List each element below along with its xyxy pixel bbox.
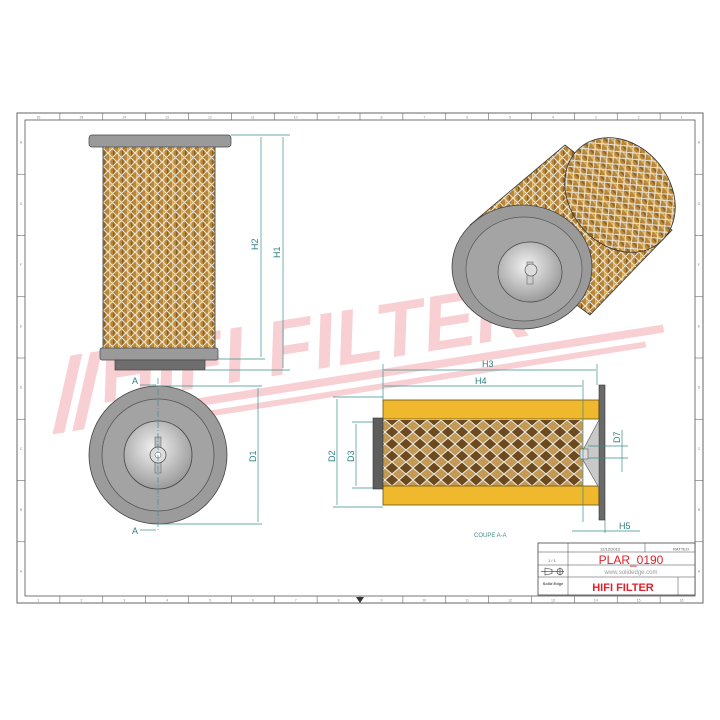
projection-symbol-icon: [541, 567, 564, 576]
column-label: 9: [380, 599, 382, 603]
row-label: B: [698, 508, 701, 512]
row-label: D: [20, 386, 23, 390]
column-label: 12: [508, 599, 512, 603]
column-label: 6: [252, 599, 254, 603]
row-label: C: [20, 447, 23, 451]
dim-label-h5: H5: [619, 521, 631, 531]
column-label: 1: [37, 599, 39, 603]
dim-label-h2: H2: [250, 238, 260, 250]
dim-label-d3: D3: [346, 450, 356, 462]
row-label: G: [20, 202, 23, 206]
section-label: COUPE A-A: [474, 533, 507, 539]
tb-drawer: RATTEO: [673, 547, 689, 552]
end-view: A A D1: [88, 376, 262, 536]
column-label: 4: [552, 116, 554, 120]
tb-scale: 1 / 1: [548, 558, 557, 563]
column-label: 7: [295, 599, 297, 603]
column-label: 5: [509, 116, 511, 120]
row-label: A: [20, 569, 23, 573]
center-mark-icon: [356, 597, 364, 603]
dim-label-h1: H1: [272, 246, 282, 258]
row-label: F: [20, 263, 22, 267]
isometric-view: [451, 137, 676, 330]
column-label: 16: [36, 116, 40, 120]
column-label: 14: [122, 116, 126, 120]
column-label: 2: [80, 599, 82, 603]
row-label: F: [698, 263, 700, 267]
row-label: H: [20, 141, 23, 145]
row-label: D: [698, 386, 701, 390]
row-label: G: [698, 202, 701, 206]
column-label: 9: [338, 116, 340, 120]
row-label: H: [698, 141, 701, 145]
front-view: H2 H1: [88, 134, 290, 371]
column-label: 1: [681, 116, 683, 120]
dim-label-d7: D7: [612, 431, 622, 443]
column-label: 10: [422, 599, 426, 603]
section-marker-top: A: [132, 376, 138, 386]
title-block: 12/12/2013 RATTEO 1 / 1 PLAR_0190 www.so…: [537, 542, 696, 596]
dim-label-h4: H4: [475, 376, 487, 386]
column-label: 3: [123, 599, 125, 603]
section-view: H3 H4 D2 D3 D7 H5 COUPE A-A: [327, 359, 640, 539]
column-label: 5: [209, 599, 211, 603]
column-label: 8: [338, 599, 340, 603]
tb-software: Solid Edge: [543, 581, 564, 586]
dim-label-d2: D2: [327, 450, 337, 462]
row-label: E: [20, 324, 23, 328]
column-label: 15: [637, 599, 641, 603]
tb-title: PLAR_0190: [599, 553, 664, 567]
tb-website: www.solidedge.com: [603, 570, 657, 576]
column-label: 6: [466, 116, 468, 120]
row-label: B: [20, 508, 23, 512]
column-label: 10: [294, 116, 298, 120]
row-label: C: [698, 447, 701, 451]
column-label: 13: [165, 116, 169, 120]
row-label: A: [698, 569, 701, 573]
column-label: 14: [594, 599, 598, 603]
row-label: E: [698, 324, 701, 328]
tb-company: HIFI FILTER: [592, 582, 654, 594]
column-label: 11: [465, 599, 469, 603]
tb-date: 12/12/2013: [600, 547, 621, 552]
column-label: 16: [680, 599, 684, 603]
column-label: 12: [208, 116, 212, 120]
column-label: 2: [638, 116, 640, 120]
column-label: 8: [380, 116, 382, 120]
column-label: 3: [595, 116, 597, 120]
column-label: 4: [166, 599, 168, 603]
section-marker-bottom: A: [132, 526, 138, 536]
column-label: 11: [251, 116, 255, 120]
dim-label-h3: H3: [482, 359, 494, 369]
column-label: 13: [551, 599, 555, 603]
dim-label-d1: D1: [248, 450, 258, 462]
column-label: 7: [423, 116, 425, 120]
column-label: 15: [79, 116, 83, 120]
